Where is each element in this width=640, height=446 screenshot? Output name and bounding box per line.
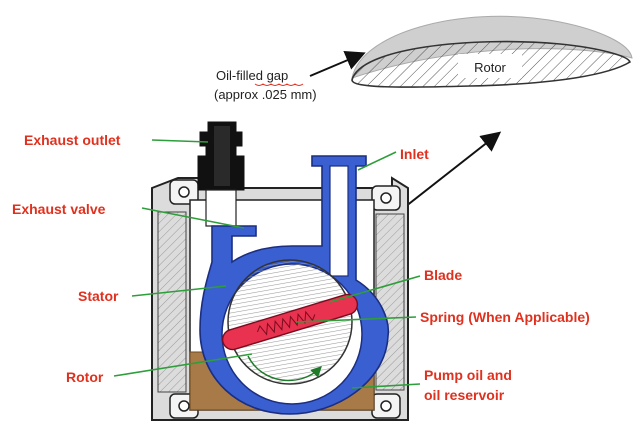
label-exhaust-valve: Exhaust valve: [12, 201, 106, 217]
label-exhaust-outlet: Exhaust outlet: [24, 132, 121, 148]
label-inlet: Inlet: [400, 146, 429, 162]
leader-spring: [295, 316, 417, 323]
leader-rotor: [113, 353, 253, 377]
leader-inlet: [357, 151, 397, 171]
inset-rotor-label-bg: [458, 54, 522, 78]
label-stator: Stator: [78, 288, 119, 304]
leader-pump-oil: [351, 383, 421, 389]
cooling-fins-left: [157, 211, 187, 393]
rotation-arrow: [247, 355, 322, 382]
exhaust-channel: [205, 189, 237, 227]
blade: [221, 293, 359, 351]
inlet-channel: [329, 165, 349, 277]
blade-spring: [257, 310, 316, 336]
label-spring: Spring (When Applicable): [420, 309, 590, 325]
leader-stator: [131, 285, 227, 297]
inset-rotor-label: Rotor: [474, 60, 506, 75]
label-pump-oil-line1: Pump oil and: [424, 367, 512, 383]
label-pump-oil-line2: oil reservoir: [424, 387, 505, 403]
leader-exhaust-outlet: [151, 139, 209, 143]
gap-label-line2: (approx .025 mm): [214, 87, 317, 102]
gap-arrow: [309, 51, 366, 77]
leader-blade: [329, 275, 421, 303]
callouts: Exhaust outlet Exhaust valve Stator Roto…: [12, 132, 590, 403]
label-blade: Blade: [424, 267, 462, 283]
rotor-inset: Rotor Oil-filled gap (approx .025 mm): [214, 15, 633, 102]
cooling-fins-right: [375, 213, 405, 391]
spellcheck-underline: [254, 83, 304, 86]
exhaust-outlet-fitting: [197, 121, 245, 191]
gap-label-line1: Oil-filled gap: [216, 68, 288, 83]
label-rotor: Rotor: [66, 369, 104, 385]
leader-exhaust-valve: [141, 207, 245, 229]
